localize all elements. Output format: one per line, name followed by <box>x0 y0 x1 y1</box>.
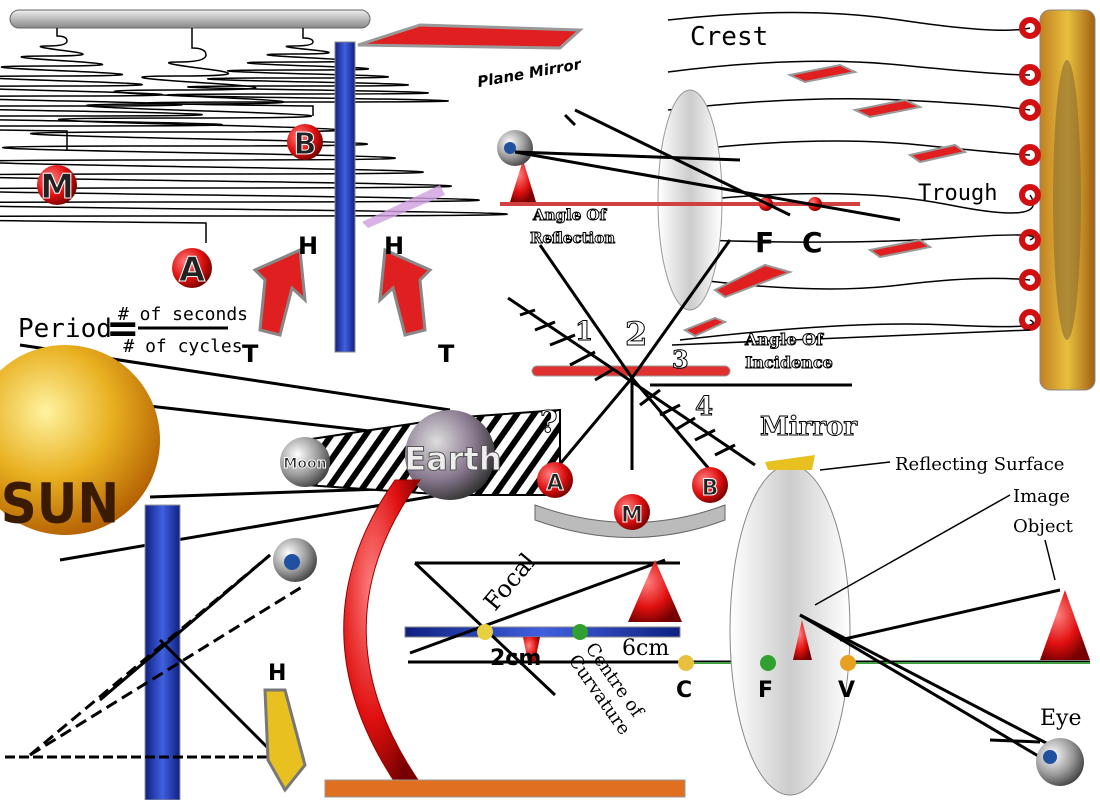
point-f-label: F <box>758 678 773 703</box>
angle-4-label: 4 <box>695 392 713 422</box>
eye-icon-bottom <box>1036 738 1084 786</box>
spring-b <box>147 28 449 116</box>
angle-incidence-label-2: Incidence <box>745 353 833 372</box>
angle-reflection-label: Angle Of <box>532 206 608 224</box>
trough-label: Trough <box>918 181 997 206</box>
question-mark: ? <box>540 405 558 440</box>
reflecting-surface-label: Reflecting Surface <box>895 454 1064 475</box>
moon <box>280 437 330 487</box>
angle-3-label: 3 <box>672 345 689 374</box>
top-lens-diagram: F C <box>362 89 901 311</box>
ball-label-m: M <box>40 167 74 207</box>
mirror-label: Mirror <box>760 412 857 442</box>
pendulum-b-label: B <box>702 476 719 501</box>
pendulum-diagram: A M B <box>534 462 728 538</box>
angle-1-label: 1 <box>575 317 593 347</box>
six-cm-label: 6cm <box>622 636 669 661</box>
ball-label-a: A <box>179 250 206 290</box>
hand-arrows: H H T T <box>242 232 455 368</box>
label-h-bottom: H <box>268 661 286 686</box>
mass-ball-b <box>287 124 323 160</box>
period-formula: Period = # of seconds # of cycles <box>18 304 248 357</box>
angle-2-label: 2 <box>625 315 647 353</box>
period-label: Period <box>18 314 112 344</box>
mass-ball-m <box>37 165 77 205</box>
point-c-label: C <box>676 678 692 703</box>
focal-label: Focal <box>478 548 541 616</box>
focal-point-f-label: F <box>755 226 774 259</box>
arrow-right-icon <box>378 247 433 337</box>
period-numerator: # of seconds <box>118 304 248 325</box>
angle-incidence-label: Angle Of <box>744 330 824 349</box>
equals-sign: = <box>106 306 140 352</box>
spring-a <box>0 28 508 243</box>
moon-label: Moon <box>283 456 326 472</box>
image-label: Image <box>1013 486 1070 507</box>
reflection-diagram: Angle Of Reflection 1 2 3 4 Angle Of Inc… <box>507 206 1031 471</box>
label-h-left: H <box>298 232 318 260</box>
wave-diagram: Crest Trough <box>667 9 1096 391</box>
crest-label: Crest <box>690 22 768 52</box>
eclipse-diagram: SUN Moon Earth <box>0 343 561 562</box>
convex-mirror-diagram: Mirror Reflecting Surface Image Object C… <box>676 412 1090 796</box>
label-t-right: T <box>438 340 455 368</box>
arrow-left-icon <box>252 247 307 337</box>
earth-label: Earth <box>404 440 501 478</box>
eye-label: Eye <box>1040 706 1082 731</box>
label-h-right: H <box>384 232 404 260</box>
refraction-diagram: H <box>5 504 317 800</box>
pendulum-a-label: A <box>546 471 563 496</box>
mass-ball-a <box>172 248 212 288</box>
plane-mirror-graphic: Plane Mirror <box>357 23 584 91</box>
point-v-label: V <box>838 678 855 703</box>
glass-block <box>144 504 181 800</box>
centre-point-c-label: C <box>802 226 823 259</box>
springs-diagram: M A B <box>0 9 508 291</box>
earth <box>405 410 495 500</box>
period-denominator: # of cycles <box>123 336 242 357</box>
spring-support-bar <box>9 9 371 29</box>
vertical-mirror-bar <box>334 41 356 353</box>
angle-reflection-label-2: Reflection <box>530 229 615 247</box>
plane-mirror-label: Plane Mirror <box>476 55 584 91</box>
sun-label: SUN <box>1 472 119 536</box>
convex-lens <box>657 89 723 311</box>
sun <box>0 345 160 535</box>
ball-label-b: B <box>294 127 317 162</box>
two-cm-label: 2cm <box>490 646 541 671</box>
label-t-left: T <box>242 340 259 368</box>
object-label: Object <box>1013 516 1074 537</box>
concave-mirror-diagram: Focal 2cm 6cm Centre of Curvature <box>324 479 1090 798</box>
pendulum-m-label: M <box>621 503 643 528</box>
